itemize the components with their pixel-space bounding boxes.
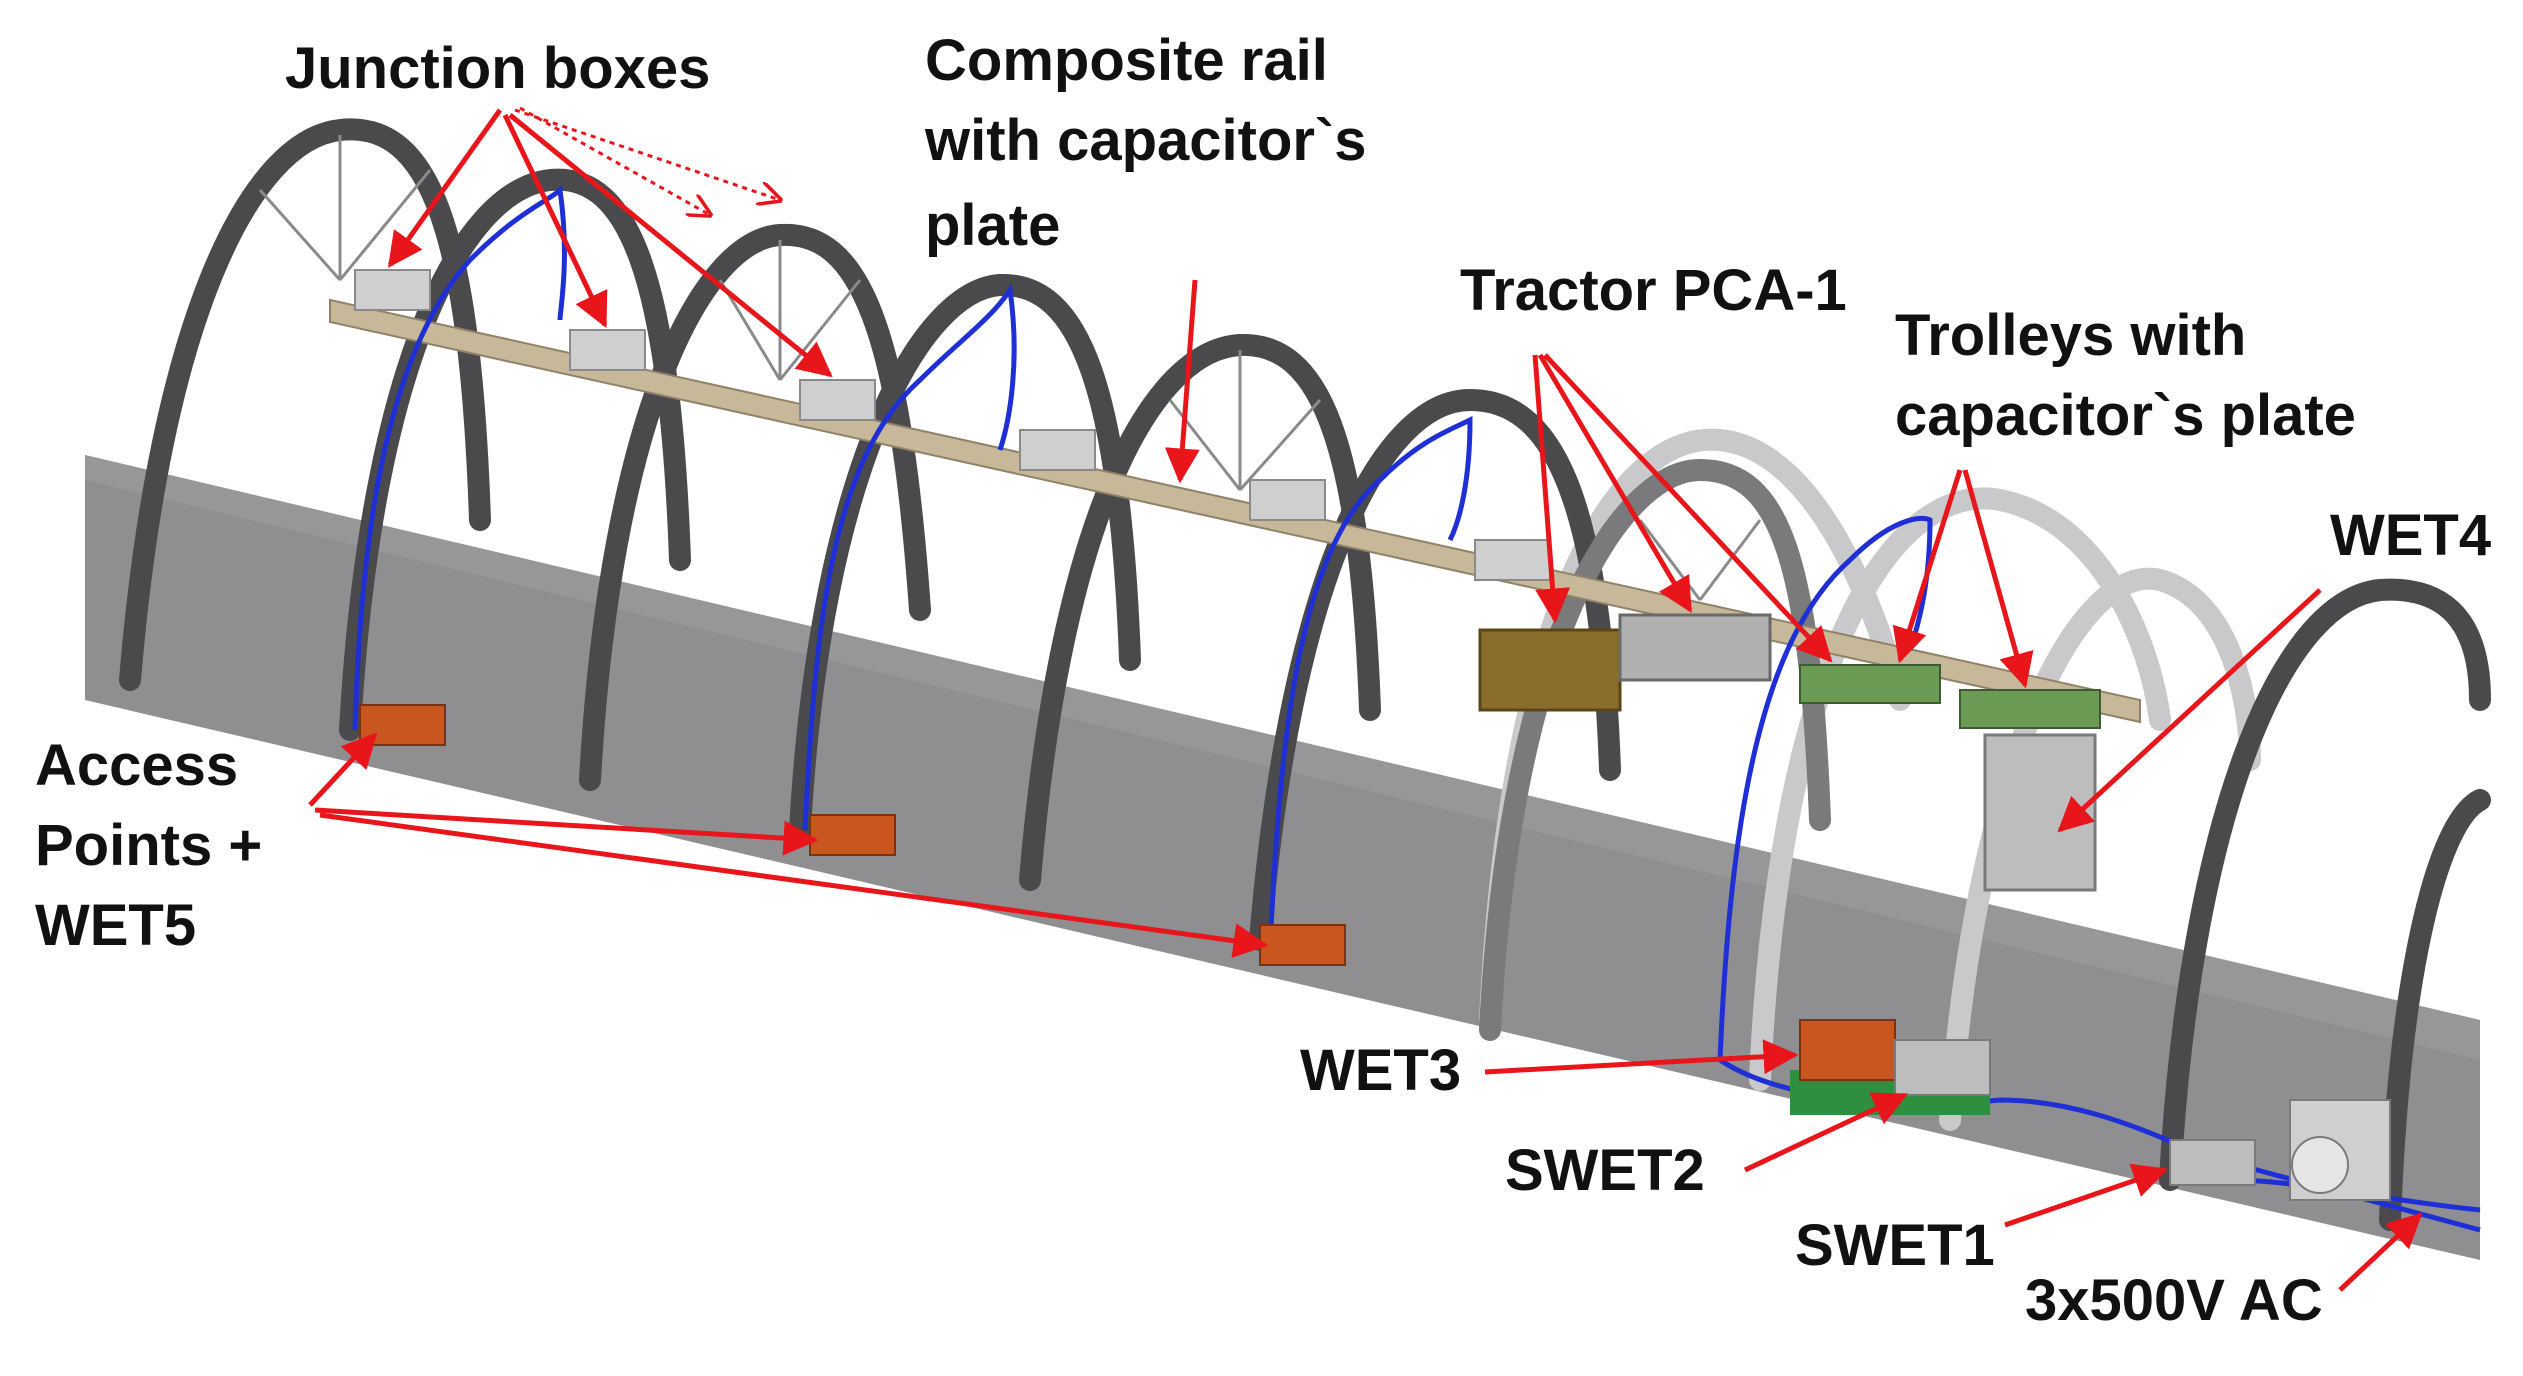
dotted-arrows	[514, 106, 780, 215]
arrow-icon	[2004, 1163, 2169, 1228]
label-swet1: SWET1	[1795, 1213, 1995, 1278]
label-wet3: WET3	[1300, 1038, 1461, 1103]
label-access-points-1: Access	[35, 733, 238, 798]
label-trolleys-1: Trolleys with	[1895, 303, 2246, 368]
arrow-icon	[1962, 469, 2034, 689]
arrow-icon	[308, 732, 378, 807]
arrow-icon	[314, 807, 819, 856]
junction-boxes	[354, 269, 1551, 581]
arrow-icon	[1892, 469, 1963, 664]
label-swet2: SWET2	[1505, 1138, 1705, 1203]
label-composite-rail-3: plate	[925, 193, 1060, 258]
arrow-icon	[1532, 354, 1571, 624]
label-composite-rail-1: Composite rail	[925, 28, 1328, 93]
tractor-pca-1	[1478, 613, 1772, 712]
label-access-points-2: Points +	[35, 813, 262, 878]
trolleys	[1799, 664, 2101, 729]
arrow-icon	[387, 108, 503, 268]
arrow-icon	[1743, 1092, 1909, 1173]
dotted-arrow-icon	[519, 106, 710, 215]
callout-arrows	[308, 108, 2423, 1292]
label-composite-rail-2: with capacitor`s	[924, 108, 1367, 173]
label-tractor: Tractor PCA-1	[1460, 258, 1847, 323]
label-junction-boxes: Junction boxes	[285, 36, 710, 101]
arrow-icon	[1543, 353, 1833, 663]
arrow-icon	[1164, 279, 1200, 484]
label-wet4: WET4	[2330, 503, 2491, 568]
access-points	[359, 704, 1346, 966]
arrow-icon	[1484, 1039, 1799, 1075]
power-unit	[2289, 1099, 2391, 1201]
label-trolleys-2: capacitor`s plate	[1895, 383, 2356, 448]
tunnel-arches	[119, 118, 2491, 1231]
arrow-icon	[508, 113, 833, 378]
swet1-unit	[2169, 1139, 2256, 1186]
dotted-arrow-icon	[514, 108, 780, 200]
label-power: 3x500V AC	[2025, 1268, 2323, 1333]
label-access-points-3: WET5	[35, 893, 196, 958]
callout-labels: Junction boxes Composite rail with capac…	[35, 28, 2491, 1333]
arrow-icon	[502, 113, 608, 329]
arrow-icon	[2057, 588, 2322, 833]
swet2-unit	[1894, 1039, 1991, 1096]
arrow-icon	[2338, 1212, 2423, 1292]
arrow-icon	[319, 812, 1269, 959]
arrow-icon	[1537, 353, 1693, 614]
